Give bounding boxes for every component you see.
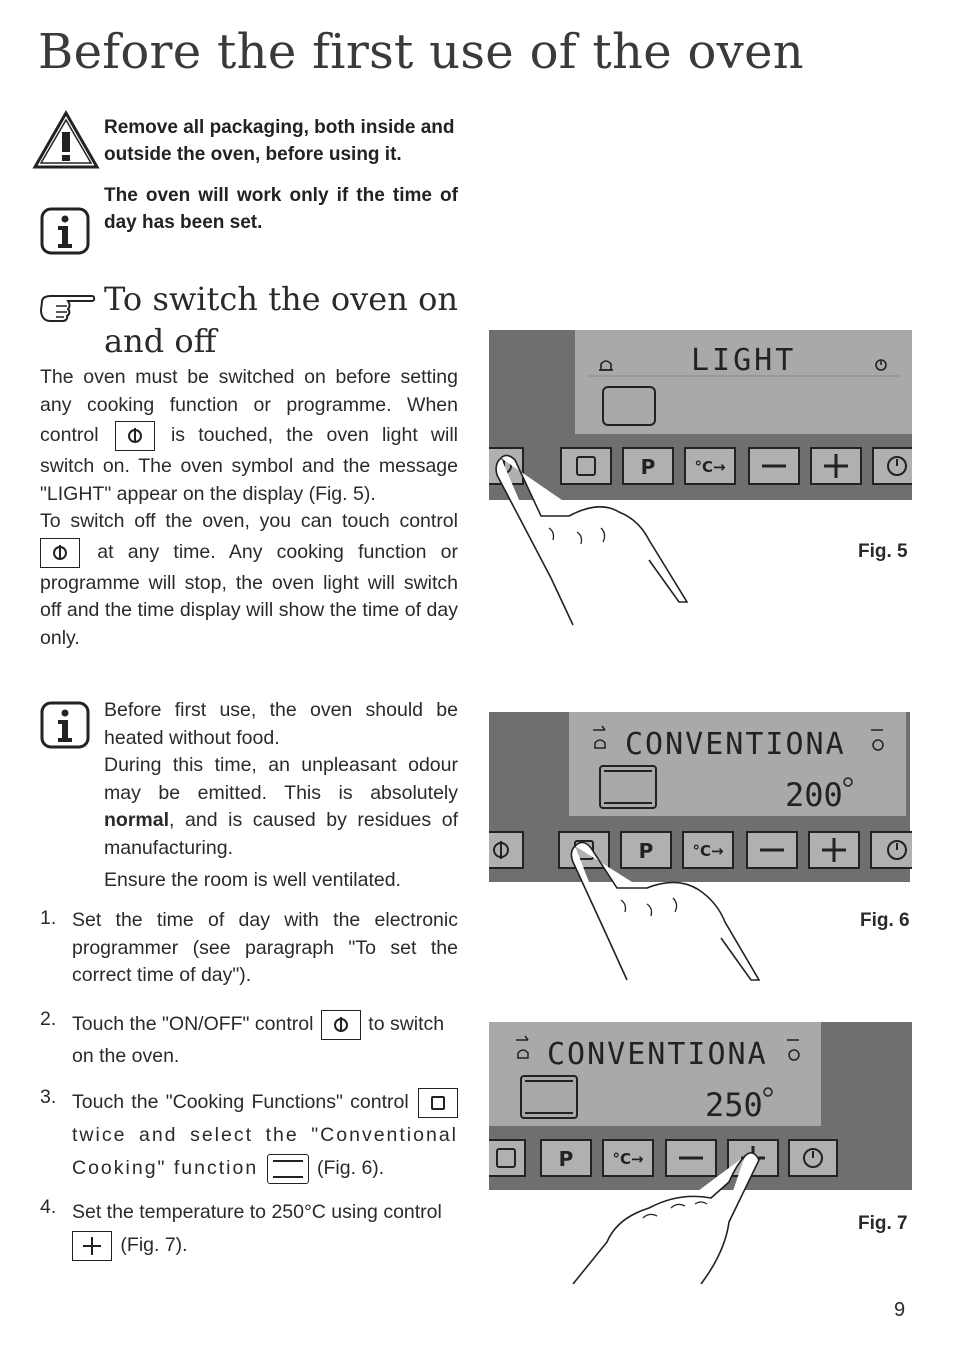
- conventional-cooking-icon: [272, 1159, 303, 1178]
- alarm-icon: [516, 1035, 529, 1059]
- button-programme: P: [620, 831, 672, 869]
- svg-text:P: P: [639, 839, 654, 863]
- first-use-text2b: , and is caused by residues of manufactu…: [104, 809, 458, 859]
- hand-illustration: [570, 841, 761, 981]
- step-3-text: Touch the "Cooking Functions" control tw…: [72, 1086, 458, 1185]
- figure-7-illustration: CONVENTIONA 250 P °C→: [489, 1022, 912, 1284]
- display-screen: [575, 330, 912, 434]
- step-2-start: Touch the "ON/OFF" control: [72, 1013, 314, 1035]
- figure-label: Fig. 5: [858, 541, 908, 562]
- step-4-text: Set the temperature to 250°C using contr…: [72, 1196, 458, 1262]
- temperature-readout: 200: [785, 776, 843, 814]
- first-use-text2: During this time, an unpleasant odour ma…: [104, 754, 458, 804]
- timer-icon: [871, 729, 884, 751]
- switch-paragraph: The oven must be switched on before sett…: [40, 364, 458, 652]
- bell-icon: [599, 360, 613, 371]
- temperature-readout: 250: [705, 1086, 763, 1124]
- on-off-control-inline: [114, 421, 155, 451]
- button-minus: [746, 831, 798, 869]
- page-number: 9: [894, 1299, 906, 1321]
- clock-icon: [875, 359, 887, 371]
- svg-text:P: P: [559, 1147, 574, 1171]
- button-clock: [788, 1139, 838, 1177]
- button-programme: P: [622, 447, 674, 485]
- figure-label: Fig. 7: [858, 1213, 908, 1234]
- power-icon: [333, 1016, 348, 1032]
- button-minus: [748, 447, 800, 485]
- first-use-bold: normal: [104, 809, 170, 831]
- display-screen: [569, 712, 906, 816]
- degree-icon: [843, 777, 853, 787]
- display-text: LIGHT: [691, 343, 796, 378]
- on-off-control-inline: [320, 1009, 361, 1040]
- step-4-start: Set the temperature to 250°C using contr…: [72, 1201, 442, 1223]
- display-text: CONVENTIONA: [547, 1037, 768, 1072]
- step-1-text: Set the time of day with the electronic …: [72, 909, 458, 986]
- button-temperature: °C→: [602, 1139, 654, 1177]
- figure-5-illustration: LIGHT P °C→: [489, 330, 912, 626]
- degree-icon: [763, 1087, 773, 1097]
- step-number: 4.: [40, 1196, 57, 1218]
- oven-symbol: [602, 386, 656, 426]
- timer-icon: [787, 1039, 800, 1061]
- alarm-icon: [593, 725, 606, 749]
- first-use-note: Before first use, the oven should be hea…: [104, 697, 458, 862]
- page-title: Before the first use of the oven: [38, 24, 804, 80]
- on-off-control-inline: [40, 537, 80, 568]
- step-3-end: (Fig. 6).: [317, 1157, 385, 1179]
- step-3-middle: twice and select the "Conventional Cooki…: [72, 1124, 458, 1179]
- display-screen: [489, 1022, 821, 1126]
- button-temperature: °C→: [684, 447, 736, 485]
- step-number: 2.: [40, 1008, 57, 1030]
- display-text: CONVENTIONA: [625, 727, 846, 762]
- para2-end: at any time. Any cooking function or pro…: [40, 540, 459, 649]
- step-2-end: to switch on the oven.: [72, 1013, 445, 1067]
- step-number: 1.: [40, 907, 57, 929]
- svg-text:°C→: °C→: [612, 1150, 643, 1168]
- para1-end: is touched, the oven light will switch o…: [40, 424, 459, 505]
- button-programme: P: [540, 1139, 592, 1177]
- ventilation-note: Ensure the room is well ventilated.: [104, 869, 401, 891]
- step-2-text: Touch the "ON/OFF" control to switch on …: [72, 1008, 458, 1072]
- square-icon: [431, 1095, 445, 1110]
- info-icon: [40, 207, 90, 255]
- section-heading: To switch the oven on and off: [104, 280, 458, 360]
- button-clock: [870, 831, 912, 869]
- button-cooking-functions: [489, 1139, 526, 1177]
- power-icon: [127, 428, 142, 443]
- plus-icon: [83, 1236, 101, 1255]
- button-clock: [872, 447, 912, 485]
- svg-text:°C→: °C→: [692, 842, 723, 860]
- info-icon: [40, 701, 90, 749]
- first-use-text1: Before first use, the oven should be hea…: [104, 699, 458, 749]
- conventional-cooking-icon: [599, 765, 657, 809]
- step-number: 3.: [40, 1086, 57, 1108]
- para1-start: The oven must be switched on before sett…: [40, 366, 458, 447]
- hand-illustration: [572, 1152, 760, 1284]
- functions-control-inline: [418, 1087, 458, 1118]
- button-plus: [808, 831, 860, 869]
- step-4-end: (Fig. 7).: [120, 1234, 188, 1256]
- svg-text:°C→: °C→: [694, 458, 725, 476]
- button-plus: [810, 447, 862, 485]
- button-cooking-functions: [558, 831, 610, 869]
- figure-6-illustration: CONVENTIONA 200 P °C→: [489, 712, 912, 981]
- button-cooking-functions: [560, 447, 612, 485]
- button-on-off: [489, 831, 524, 869]
- warning-note: Remove all packaging, both inside and ou…: [104, 117, 455, 165]
- button-temperature: °C→: [682, 831, 734, 869]
- warning-icon: [32, 110, 100, 169]
- hand-illustration: [495, 454, 689, 626]
- step-3-start: Touch the "Cooking Functions" control: [72, 1091, 409, 1113]
- svg-text:P: P: [641, 455, 656, 479]
- power-icon: [53, 544, 67, 560]
- plus-control-inline: [72, 1230, 112, 1261]
- figure-label: Fig. 6: [860, 910, 910, 931]
- pointing-hand-icon: [39, 295, 96, 322]
- button-minus: [665, 1139, 717, 1177]
- conventional-icon-inline: [266, 1153, 309, 1184]
- info-note: The oven will work only if the time of d…: [104, 185, 458, 233]
- para2-start: To switch off the oven, you can touch co…: [40, 510, 458, 532]
- conventional-cooking-icon: [520, 1075, 578, 1119]
